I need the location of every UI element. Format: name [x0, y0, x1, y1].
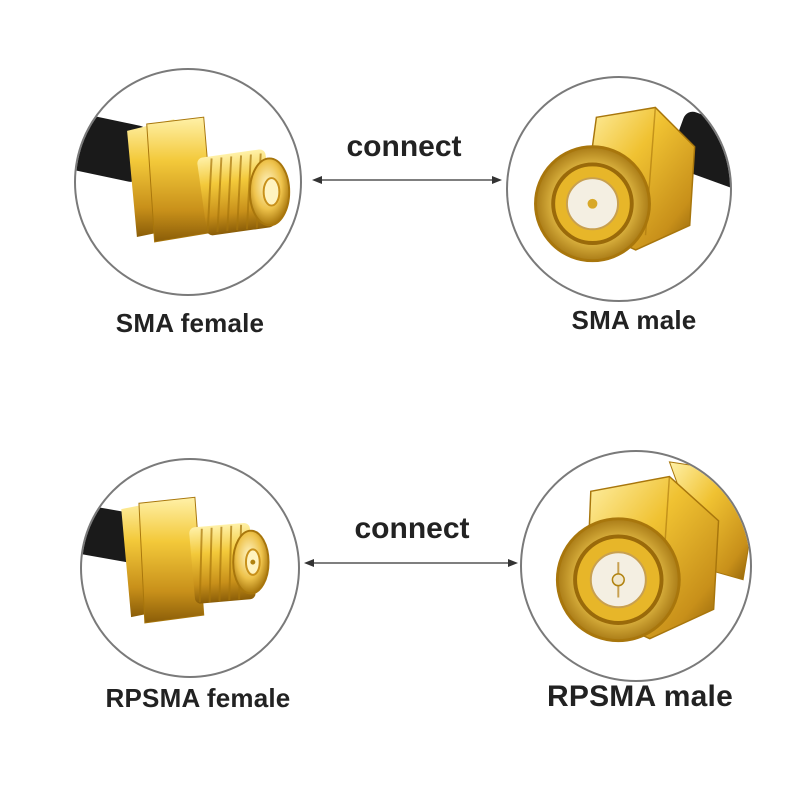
rpsma-female-circle — [80, 458, 300, 678]
rpsma-male-label: RPSMA male — [547, 680, 733, 713]
rpsma-male-connector-icon — [555, 461, 750, 643]
rpsma-female-label: RPSMA female — [105, 683, 291, 713]
sma-male-circle — [506, 76, 732, 302]
connect-label-row1: connect — [346, 130, 462, 163]
sma-male-connector-icon — [534, 106, 730, 263]
sma-female-connector-icon — [76, 113, 291, 243]
rpsma-male-circle — [520, 450, 752, 682]
connect-arrow-row1 — [312, 176, 502, 184]
sma-male-label: SMA male — [571, 305, 697, 335]
connect-arrow-row2 — [304, 559, 518, 567]
sma-female-circle — [74, 68, 302, 296]
sma-female-label: SMA female — [115, 308, 265, 338]
rpsma-female-connector-icon — [82, 496, 270, 624]
connect-label-row2: connect — [354, 512, 470, 545]
